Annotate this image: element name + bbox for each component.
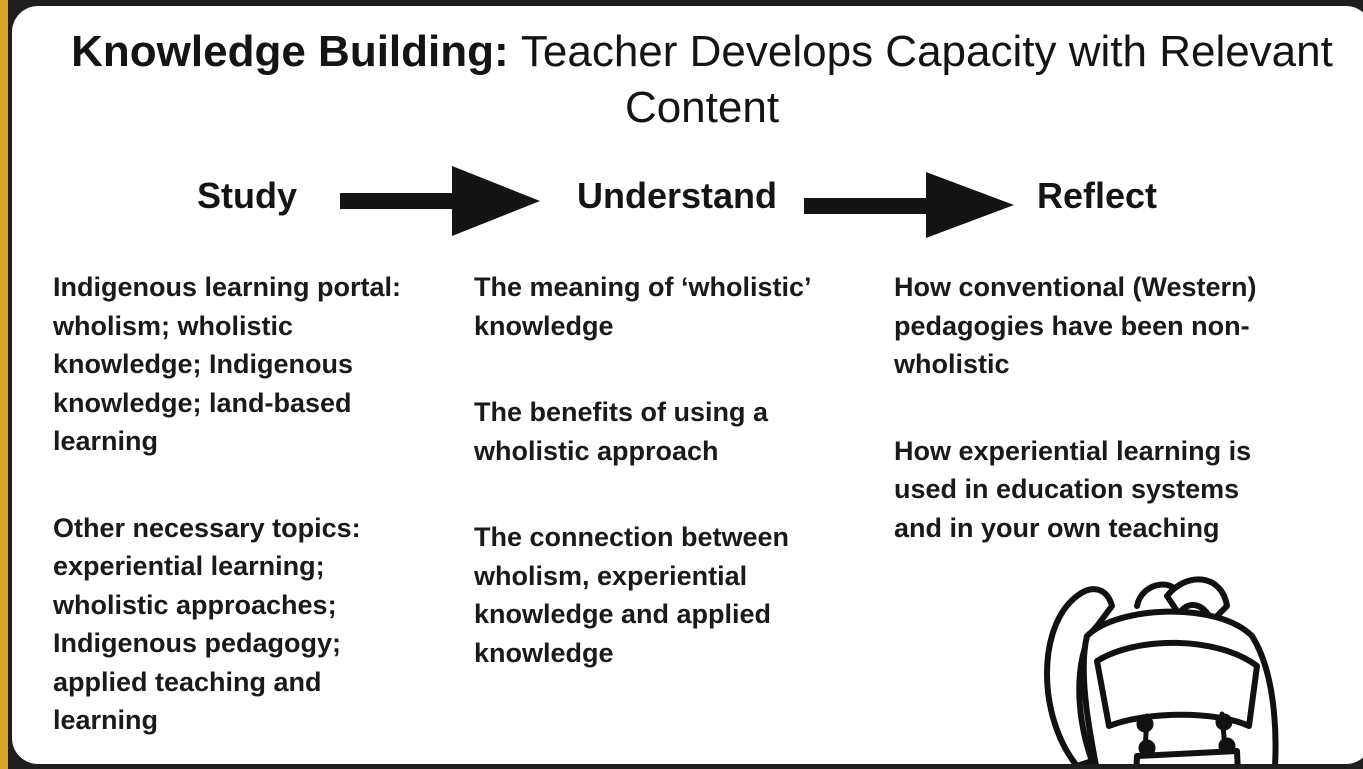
title-bold: Knowledge Building: [71,27,509,76]
backpack-icon [1044,576,1279,764]
study-item: Indigenous learning portal: wholism; who… [53,272,402,456]
understand-column: The meaning of ‘wholistic’ knowledge The… [474,268,864,720]
understand-item: The benefits of using a wholistic approa… [474,397,769,466]
reflect-item: How experiential learning is used in edu… [894,435,1252,543]
page-title: Knowledge Building: Teacher Develops Cap… [52,24,1352,136]
study-column: Indigenous learning portal: wholism; who… [53,268,433,764]
reflect-column: How conventional (Western) pedagogies ha… [894,268,1284,595]
title-regular: Teacher Develops Capacity with Relevant … [520,27,1333,132]
reflect-item: How conventional (Western) pedagogies ha… [894,272,1257,379]
accent-strip [0,0,8,769]
stage-understand-heading: Understand [576,175,778,216]
arrow-right-icon [804,172,1014,238]
content-card: Knowledge Building: Teacher Develops Cap… [12,6,1363,764]
understand-item: The meaning of ‘wholistic’ knowledge [474,272,811,341]
understand-item: The connection between wholism, experien… [474,522,790,668]
stage-study-heading: Study [196,175,297,216]
stage-reflect-heading: Reflect [1036,175,1158,216]
arrow-right-icon [340,166,540,236]
study-item: Other necessary topics: experiential lea… [53,512,361,736]
